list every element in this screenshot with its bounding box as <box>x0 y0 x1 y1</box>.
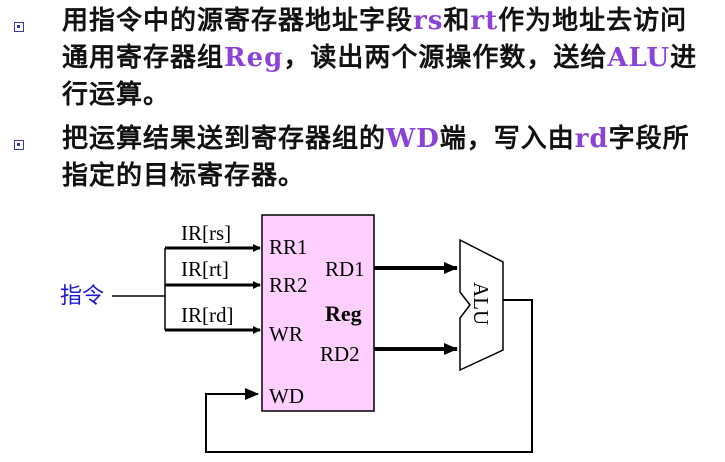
bullet-text-2: 把运算结果送到寄存器组的WD端，写入由rd字段所指定的目标寄存器。 <box>62 121 712 195</box>
bullet-text-1: 用指令中的源寄存器地址字段rs和rt作为地址去访问通用寄存器组Reg，读出两个源… <box>62 3 712 114</box>
text-segment: 进 <box>670 43 698 73</box>
highlight-reg: Reg <box>224 43 284 73</box>
port-wd: WD <box>269 384 304 408</box>
alu-label: ALU <box>469 282 493 325</box>
instruction-label: 指令 <box>60 283 104 308</box>
text-segment: 字段所 <box>608 124 690 154</box>
highlight-rs: rs <box>413 6 444 36</box>
text-segment: 把运算结果送到寄存器组的 <box>62 124 387 154</box>
highlight-rd: rd <box>574 124 609 154</box>
text-segment: 行运算。 <box>62 80 171 110</box>
highlight-rt: rt <box>470 6 499 36</box>
port-rr1: RR1 <box>269 235 308 259</box>
text-segment: 作为地址去访问 <box>498 6 688 36</box>
register-file-title: Reg <box>325 301 362 326</box>
register-file-box <box>261 214 375 412</box>
ir-rd-label: IR[rd] <box>181 303 233 327</box>
port-wr: WR <box>269 322 303 346</box>
text-segment: 用指令中的源寄存器地址字段 <box>62 6 414 36</box>
port-rd2: RD2 <box>320 342 360 366</box>
port-rr2: RR2 <box>269 273 308 297</box>
text-segment: 和 <box>443 6 471 36</box>
bullet-marker-icon <box>14 140 24 150</box>
ir-rs-label: IR[rs] <box>181 221 231 245</box>
text-segment: ，读出两个源操作数，送给 <box>283 43 608 73</box>
text-segment: 通用寄存器组 <box>62 43 225 73</box>
bullet-marker-icon <box>14 22 24 32</box>
port-rd1: RD1 <box>325 257 365 281</box>
highlight-alu: ALU <box>607 43 671 73</box>
ir-rt-label: IR[rt] <box>181 257 229 281</box>
highlight-wd: WD <box>386 124 440 154</box>
text-segment: 端，写入由 <box>439 124 575 154</box>
writeback-wire <box>205 299 533 453</box>
text-segment: 指定的目标寄存器。 <box>62 161 306 191</box>
alu-shape <box>459 238 504 372</box>
